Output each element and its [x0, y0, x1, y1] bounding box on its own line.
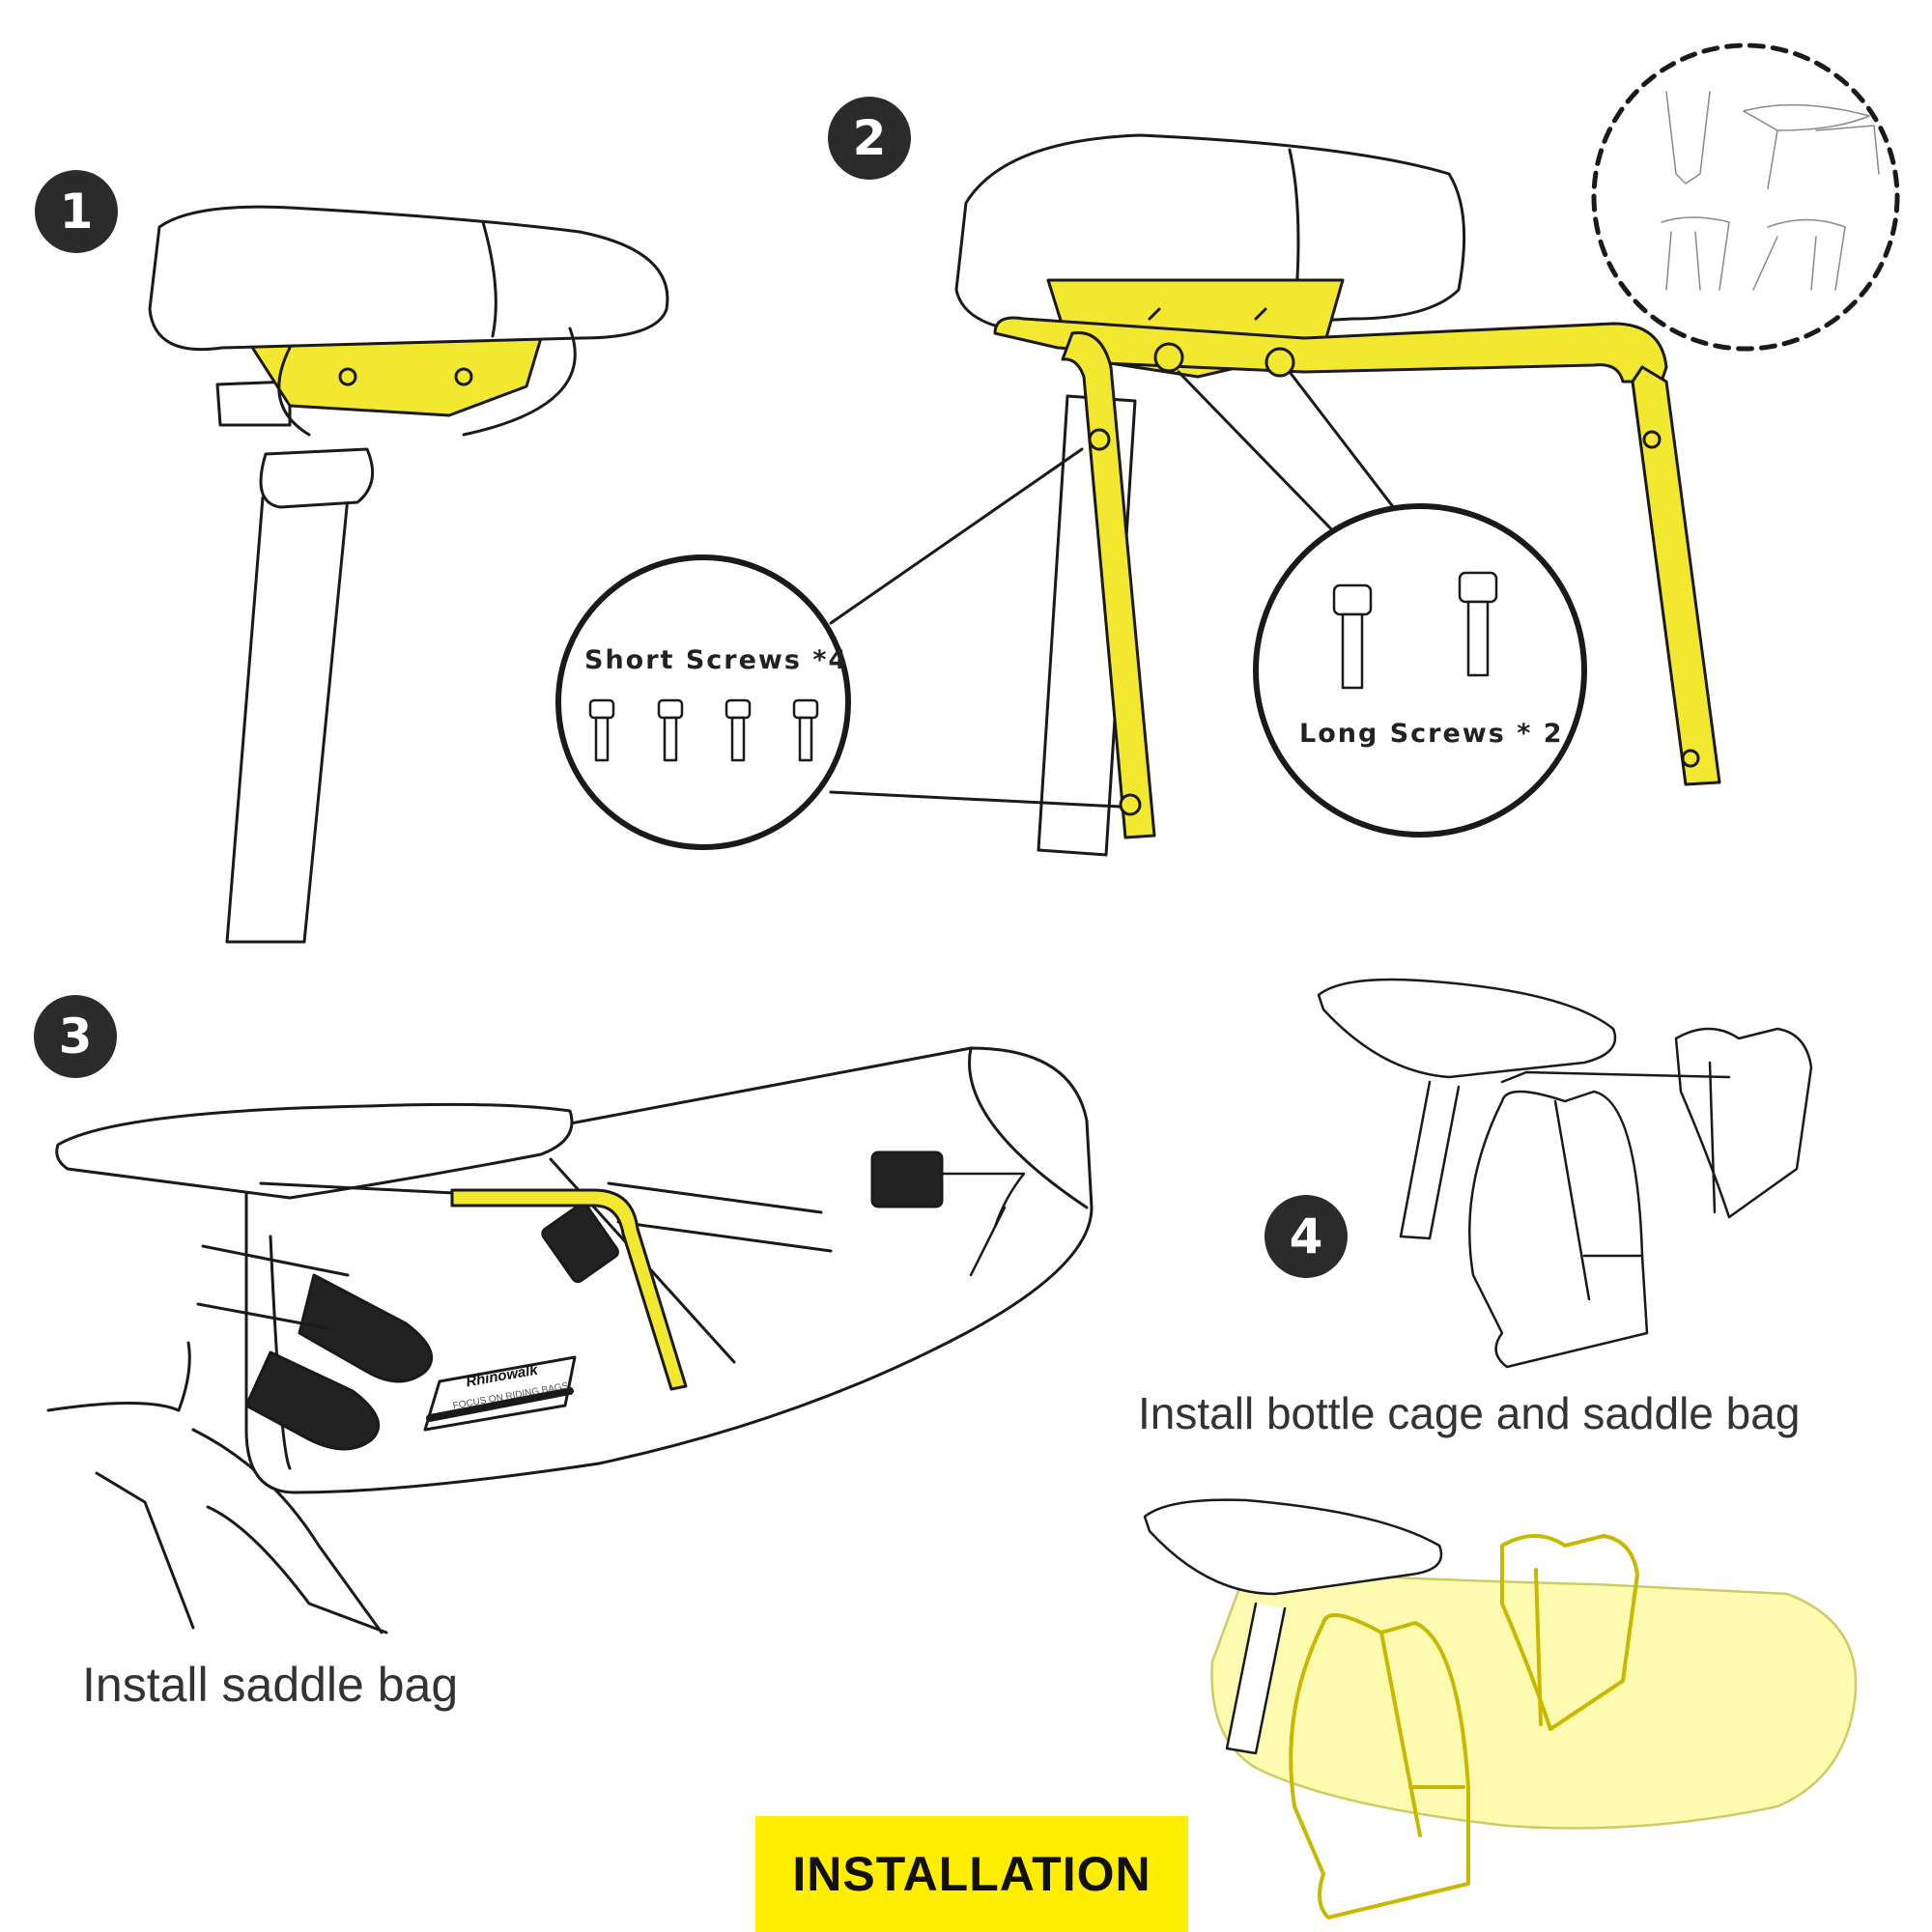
step4a-cage-right: [1674, 1027, 1813, 1219]
step-2-number: 2: [852, 110, 887, 166]
short-screws-callout-circle: [555, 554, 851, 850]
step3-buckle-1: [541, 1202, 619, 1284]
step3-velcro-1: [298, 1273, 434, 1383]
inset-sketches: [1661, 91, 1880, 291]
step4b-saddle: [1143, 1498, 1443, 1596]
step3-buckle-2: [870, 1151, 944, 1208]
step-4-number: 4: [1289, 1208, 1323, 1264]
step4b-bag: [1210, 1568, 1858, 1830]
step3-velcro-2: [244, 1350, 381, 1451]
step3-caption: Install saddle bag: [82, 1658, 459, 1712]
step4-caption: Install bottle cage and saddle bag: [1138, 1388, 1801, 1438]
step4b-cage-right: [1500, 1534, 1639, 1731]
step-2-badge: 2: [828, 97, 911, 180]
step2-rack-right-leg: [1631, 365, 1721, 786]
step-1-badge: 1: [35, 170, 118, 253]
step-1-number: 1: [59, 184, 94, 240]
step3-frame: [46, 1341, 388, 1634]
long-screw-icons: [1332, 571, 1498, 690]
step4a-cage-left: [1468, 1090, 1649, 1369]
step4b-cage-left: [1289, 1613, 1470, 1919]
installation-banner-text: INSTALLATION: [792, 1847, 1151, 1901]
step4a-saddle: [1317, 978, 1617, 1079]
step3-saddle: [55, 1102, 574, 1200]
step4a-seatpost: [1399, 1080, 1461, 1240]
step3-rack-bar: [450, 1188, 688, 1391]
short-screws-label: Short Screws *4: [584, 645, 849, 675]
step4b-seatpost: [1225, 1602, 1287, 1755]
long-screws-label: Long Screws * 2: [1299, 719, 1564, 749]
short-screw-icons: [588, 698, 819, 762]
step-3-badge: 3: [34, 995, 117, 1078]
step-4-badge: 4: [1264, 1195, 1348, 1278]
step2-rack-left-leg: [1061, 330, 1156, 839]
step1-clamp: [259, 447, 375, 509]
step1-saddle: [148, 205, 669, 352]
installation-banner: INSTALLATION: [755, 1816, 1188, 1932]
step-3-number: 3: [58, 1009, 93, 1065]
